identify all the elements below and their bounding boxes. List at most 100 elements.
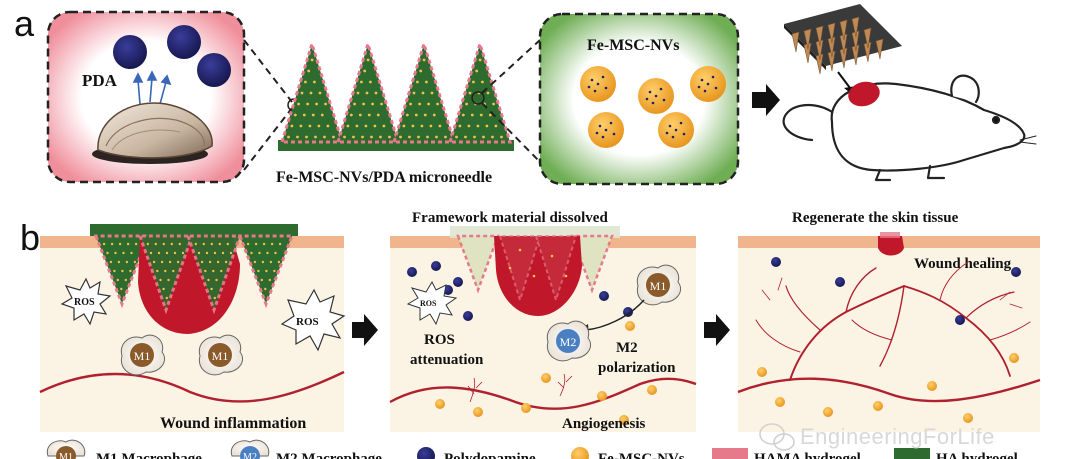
nanovesicle-dot bbox=[278, 242, 282, 246]
pda-particle bbox=[453, 277, 463, 287]
patch-spike bbox=[791, 31, 800, 53]
nanovesicle-dot bbox=[409, 102, 412, 106]
nanovesicle-dot bbox=[125, 260, 129, 264]
nanovesicle-dot bbox=[361, 135, 364, 139]
nanovesicle-particle bbox=[638, 78, 674, 114]
pda-particle bbox=[955, 315, 965, 325]
nanovesicle-dot bbox=[310, 58, 314, 62]
nanovesicle-dot bbox=[216, 260, 220, 264]
nanovesicle-dot bbox=[370, 135, 373, 139]
nanovesicle-dot bbox=[308, 124, 312, 128]
nanovesicle-dot bbox=[365, 91, 369, 95]
nanovesicle-dot bbox=[550, 254, 554, 258]
legend-nv-label: Fe-MSC-NVs bbox=[598, 451, 685, 459]
wound-healing-label: Wound healing bbox=[914, 256, 1012, 272]
svg-text:M1: M1 bbox=[134, 349, 151, 363]
nanovesicle-particle bbox=[435, 399, 445, 409]
nanovesicle-dot bbox=[114, 251, 117, 255]
nanovesicle-dot bbox=[246, 242, 250, 246]
nanovesicle-dot bbox=[297, 102, 300, 106]
nanovesicle-dot bbox=[430, 91, 434, 95]
nanovesicle-dot bbox=[376, 113, 380, 117]
nanovesicle-particle bbox=[580, 66, 616, 102]
nanovesicle-particle bbox=[588, 112, 624, 148]
legend-m2-icon: M2 bbox=[230, 439, 270, 459]
nanovesicle-dot bbox=[309, 91, 313, 95]
nanovesicle-dot bbox=[436, 102, 439, 106]
nanovesicle-dot bbox=[317, 124, 321, 128]
nanovesicle-dot bbox=[269, 260, 273, 264]
m1-macrophage: M1 bbox=[636, 264, 682, 306]
nanovesicle-dot bbox=[260, 278, 263, 282]
nanovesicle-dot bbox=[360, 80, 363, 84]
nanovesicle-dot bbox=[472, 80, 475, 84]
m1-macrophage: M1 bbox=[120, 334, 166, 376]
stage-regenerate-skin: Regenerate the skin tissue Wound healing bbox=[737, 210, 1041, 432]
patch-spike bbox=[839, 19, 848, 41]
nanovesicle-dot bbox=[418, 102, 421, 106]
nanovesicle-dot bbox=[367, 113, 371, 117]
nanovesicle-dot bbox=[307, 69, 311, 73]
pda-label: PDA bbox=[82, 71, 118, 90]
nanovesicle-dot bbox=[157, 251, 161, 255]
nanovesicle-dot bbox=[210, 242, 213, 246]
nanovesicle-dot bbox=[160, 260, 164, 264]
nanovesicle-dot bbox=[405, 113, 409, 117]
pda-particle bbox=[431, 261, 441, 271]
nanovesicle-dot bbox=[165, 251, 169, 255]
nanovesicle-dot bbox=[408, 135, 411, 139]
nanovesicle-dot bbox=[305, 135, 308, 139]
nanovesicle-dot bbox=[212, 269, 215, 273]
nanovesicle-dot bbox=[352, 135, 355, 139]
nanovesicle-dot bbox=[162, 242, 165, 246]
nanovesicle-dot bbox=[423, 113, 427, 117]
pda-particle bbox=[197, 53, 231, 87]
nanovesicle-dot bbox=[304, 80, 307, 84]
nanovesicle-dot bbox=[492, 102, 495, 106]
ros-attenuation-label: attenuation bbox=[410, 352, 484, 368]
nanovesicle-dot bbox=[210, 287, 213, 291]
nanovesicle-dot bbox=[293, 113, 297, 117]
blood-vessel-network bbox=[755, 261, 1031, 381]
svg-text:ROS: ROS bbox=[296, 316, 319, 328]
nanovesicle-dot bbox=[300, 91, 304, 95]
nanovesicle-box: Fe-MSC-NVs bbox=[538, 12, 740, 186]
nanovesicle-dot bbox=[118, 242, 122, 246]
patch-spike bbox=[827, 22, 836, 44]
m2-macrophage: M2 bbox=[546, 320, 592, 362]
mussel-icon bbox=[92, 102, 213, 164]
nanovesicle-dot bbox=[481, 80, 484, 84]
nanovesicle-dot bbox=[432, 113, 436, 117]
ros-attenuation-label: ROS bbox=[424, 332, 455, 348]
svg-text:M1: M1 bbox=[59, 452, 73, 459]
nanovesicle-dot bbox=[109, 260, 113, 264]
nanovesicle-dot bbox=[320, 113, 324, 117]
nanovesicle-dot bbox=[290, 124, 294, 128]
nanovesicle-dot bbox=[213, 251, 217, 255]
nanovesicle-dot bbox=[168, 260, 172, 264]
nanovesicle-dot bbox=[464, 135, 467, 139]
nanovesicle-dot bbox=[202, 242, 205, 246]
nanovesicle-dot bbox=[314, 135, 317, 139]
nanovesicle-dot bbox=[200, 260, 204, 264]
patch-spike bbox=[815, 25, 824, 47]
legend: M1 M1 Macrophage M2 M2 Macrophage Polydo… bbox=[46, 439, 1018, 459]
mouse-icon bbox=[782, 74, 1037, 182]
nanovesicle-particle bbox=[658, 112, 694, 148]
nanovesicle-particle bbox=[473, 407, 483, 417]
legend-pda-icon bbox=[417, 447, 435, 459]
nanovesicle-dot bbox=[224, 260, 228, 264]
angiogenesis-label: Angiogenesis bbox=[562, 416, 646, 432]
nanovesicle-dot bbox=[253, 260, 257, 264]
nanovesicle-dot bbox=[419, 69, 423, 73]
nanovesicle-dot bbox=[426, 135, 429, 139]
nanovesicle-dot bbox=[343, 135, 346, 139]
nanovesicle-dot bbox=[129, 269, 132, 273]
microneedle-label: Fe-MSC-NVs/PDA microneedle bbox=[276, 169, 492, 186]
nanovesicle-dot bbox=[364, 124, 368, 128]
svg-text:ROS: ROS bbox=[74, 297, 95, 308]
nanovesicle-dot bbox=[369, 80, 372, 84]
nanovesicle-dot bbox=[399, 135, 402, 139]
legend-m1-label: M1 Macrophage bbox=[96, 451, 202, 459]
nanovesicle-dot bbox=[264, 287, 267, 291]
